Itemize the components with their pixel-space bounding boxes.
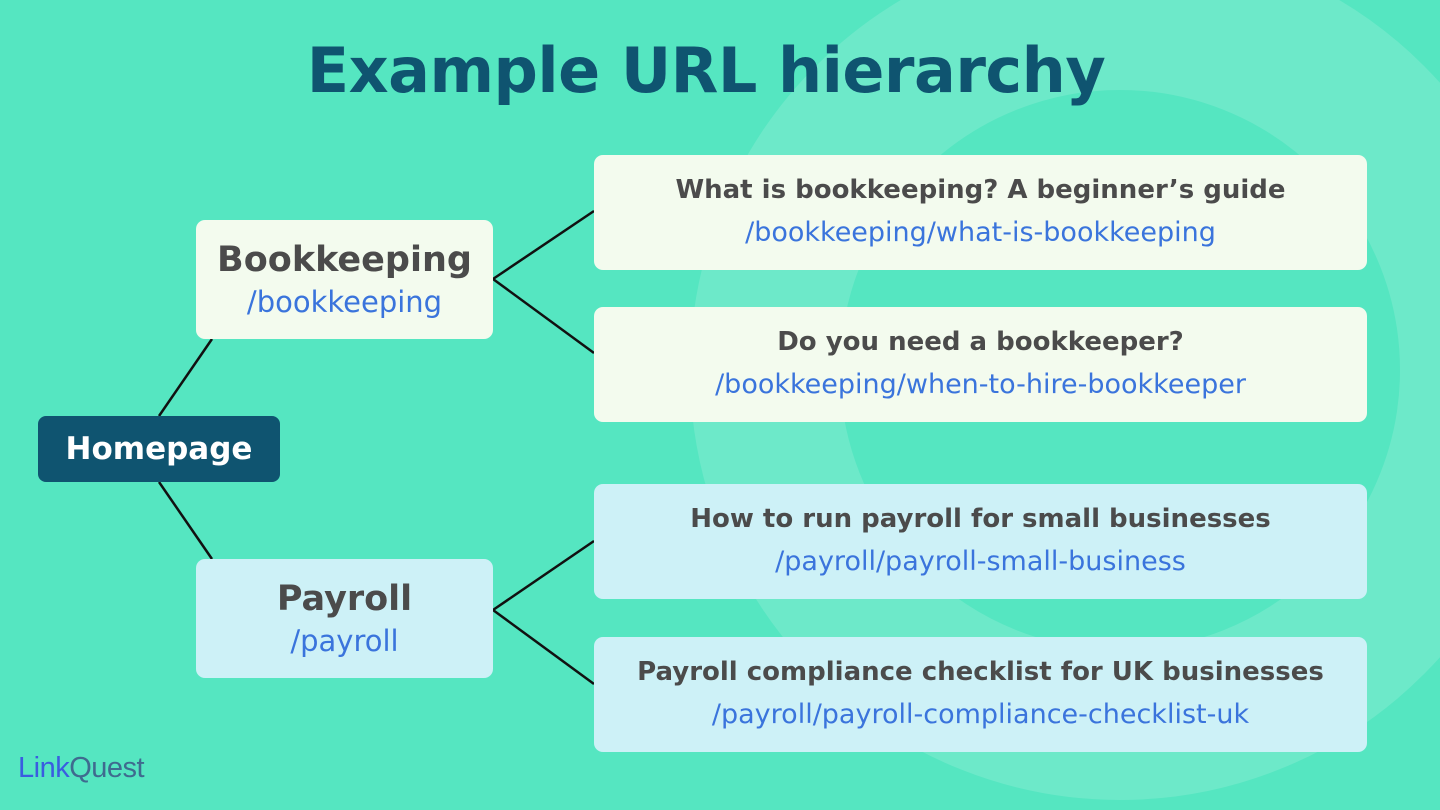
page-url: /payroll/payroll-small-business: [775, 545, 1186, 577]
connector-payroll-page2: [492, 608, 595, 686]
page-node-what-is-bookkeeping: What is bookkeeping? A beginner’s guide …: [594, 155, 1367, 270]
category-label: Payroll: [276, 578, 413, 619]
homepage-node: Homepage: [38, 416, 280, 482]
connector-home-bookkeeping: [157, 338, 214, 417]
page-title: Example URL hierarchy: [306, 34, 1106, 107]
connector-bookkeeping-page1: [492, 209, 595, 281]
page-node-when-to-hire-bookkeeper: Do you need a bookkeeper? /bookkeeping/w…: [594, 307, 1367, 422]
category-url: /bookkeeping: [246, 284, 443, 319]
category-node-bookkeeping: Bookkeeping /bookkeeping: [196, 220, 493, 339]
page-node-payroll-small-business: How to run payroll for small businesses …: [594, 484, 1367, 599]
logo-part-quest: Quest: [69, 752, 145, 784]
linkquest-logo: LinkQuest: [18, 752, 145, 785]
connector-home-payroll: [157, 481, 214, 560]
category-url: /payroll: [290, 623, 399, 658]
category-node-payroll: Payroll /payroll: [196, 559, 493, 678]
connector-bookkeeping-page2: [492, 277, 595, 355]
page-node-payroll-compliance-checklist: Payroll compliance checklist for UK busi…: [594, 637, 1367, 752]
logo-part-link: Link: [18, 752, 70, 784]
page-url: /bookkeeping/what-is-bookkeeping: [745, 216, 1216, 248]
page-url: /payroll/payroll-compliance-checklist-uk: [711, 698, 1250, 730]
page-url: /bookkeeping/when-to-hire-bookkeeper: [715, 368, 1246, 400]
page-label: What is bookkeeping? A beginner’s guide: [675, 174, 1286, 205]
page-label: How to run payroll for small businesses: [690, 503, 1271, 534]
category-label: Bookkeeping: [217, 239, 472, 280]
connector-payroll-page1: [492, 539, 595, 612]
page-label: Payroll compliance checklist for UK busi…: [637, 656, 1324, 687]
page-label: Do you need a bookkeeper?: [777, 326, 1184, 357]
